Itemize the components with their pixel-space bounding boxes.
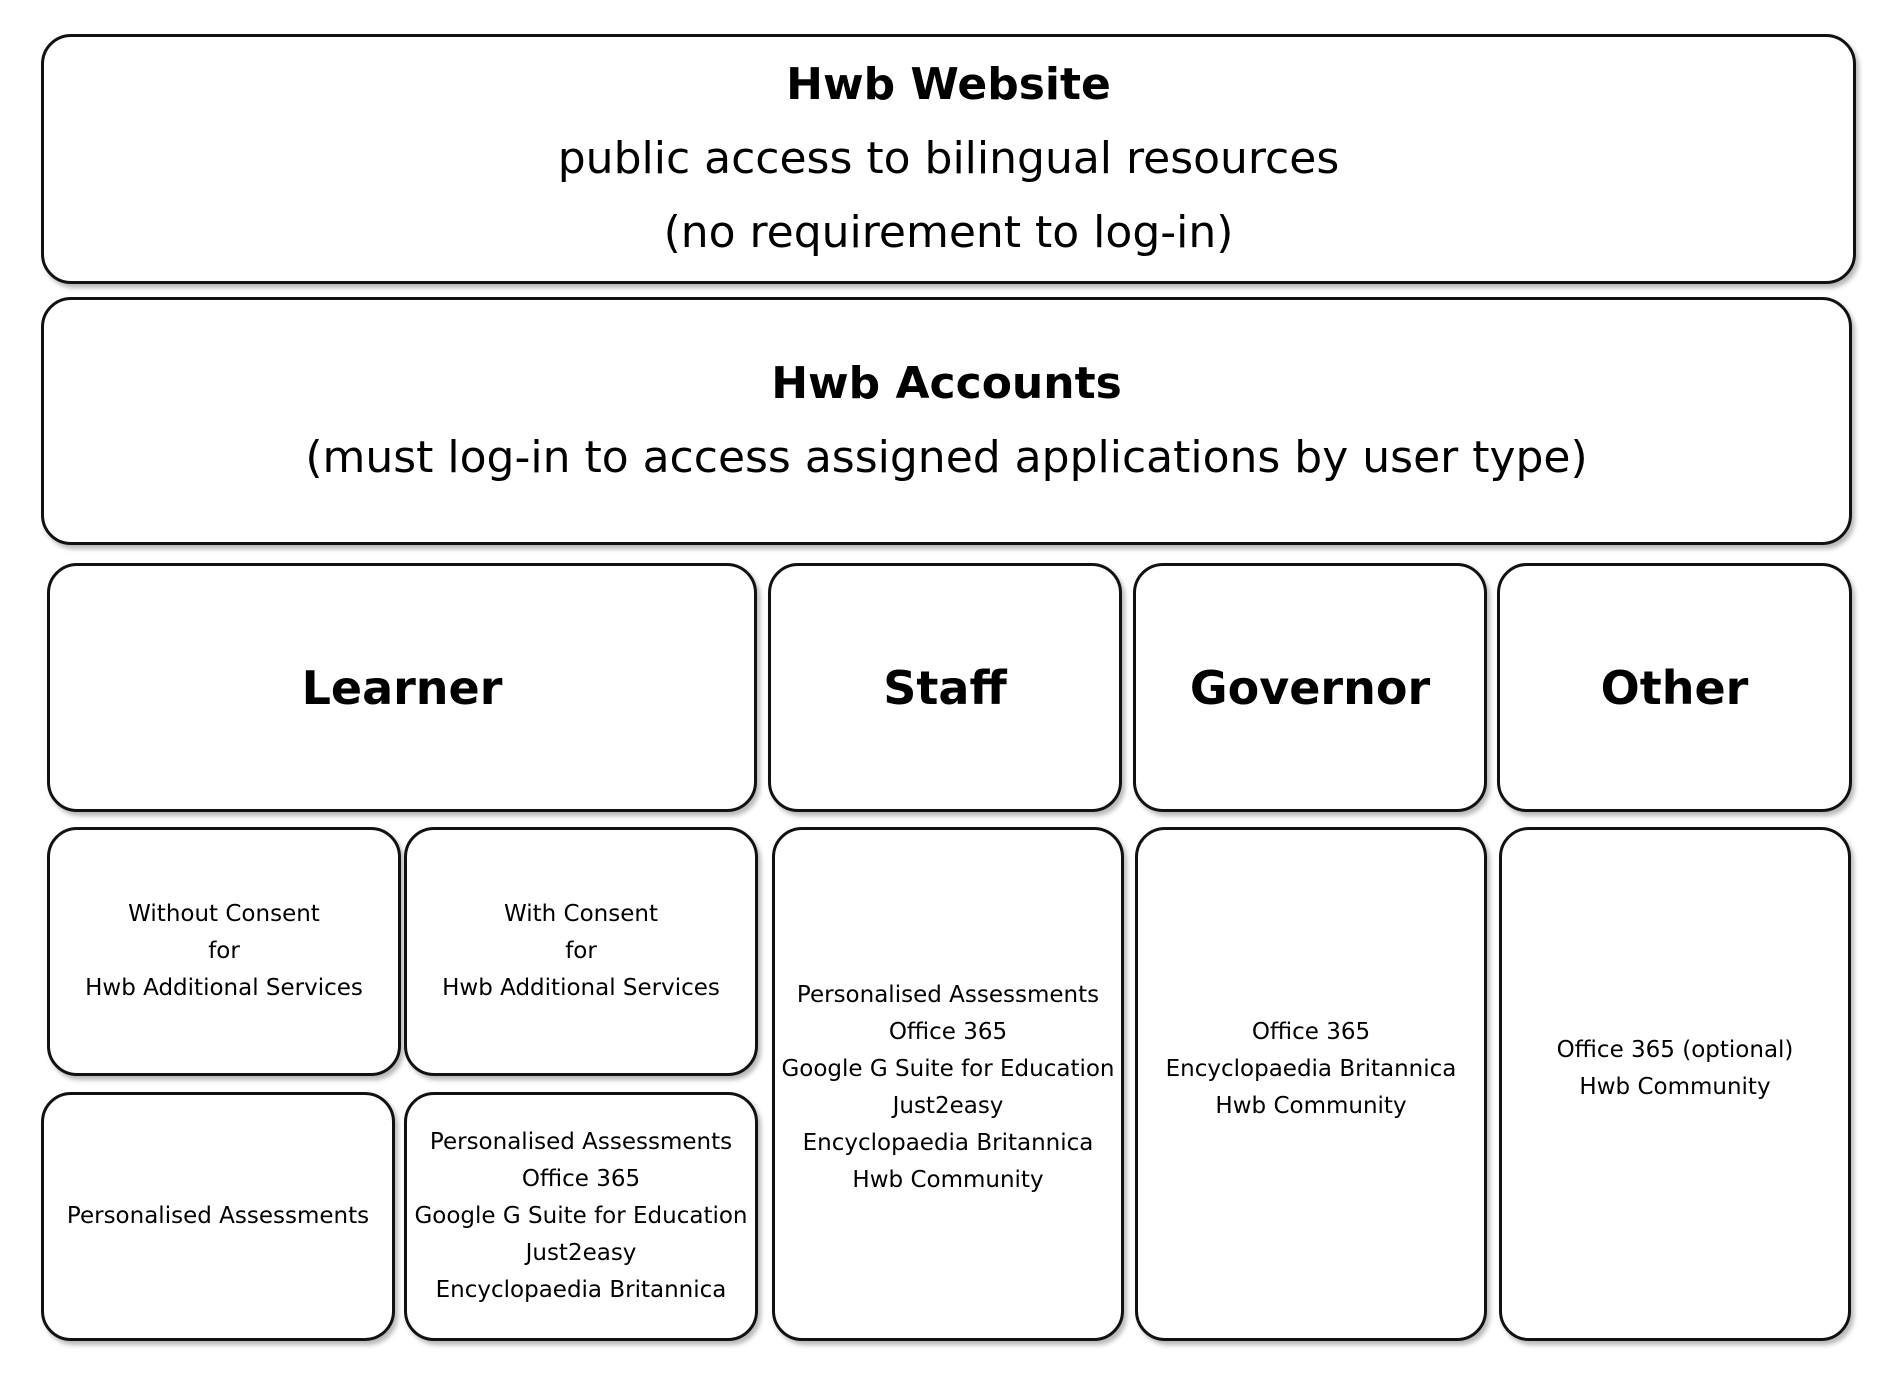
app-item: Hwb Community (1579, 1074, 1771, 1100)
app-item: Office 365 (optional) (1556, 1037, 1794, 1063)
staff-apps-box: Personalised Assessments Office 365 Goog… (772, 827, 1124, 1341)
learner-without-consent-apps-box: Personalised Assessments (41, 1092, 395, 1341)
learner-without-consent-box: Without Consent for Hwb Additional Servi… (47, 827, 401, 1076)
governor-category-box: Governor (1133, 563, 1487, 812)
hwb-website-description: public access to bilingual resources (557, 133, 1340, 184)
staff-category-box: Staff (768, 563, 1122, 812)
governor-apps-box: Office 365 Encyclopaedia Britannica Hwb … (1135, 827, 1487, 1341)
text-line: With Consent (504, 901, 658, 927)
hwb-website-title: Hwb Website (786, 59, 1111, 110)
app-item: Just2easy (525, 1240, 637, 1266)
staff-title: Staff (883, 660, 1007, 715)
app-item: Google G Suite for Education (414, 1203, 748, 1229)
text-line: Hwb Additional Services (85, 975, 363, 1001)
hwb-accounts-box: Hwb Accounts (must log-in to access assi… (41, 297, 1852, 545)
app-item: Google G Suite for Education (781, 1056, 1115, 1082)
app-item: Hwb Community (852, 1167, 1044, 1193)
other-title: Other (1600, 660, 1749, 715)
hwb-website-login-note: (no requirement to log-in) (663, 207, 1234, 258)
app-item: Encyclopaedia Britannica (435, 1277, 727, 1303)
app-item: Personalised Assessments (796, 982, 1100, 1008)
app-item: Office 365 (1251, 1019, 1371, 1045)
hwb-website-box: Hwb Website public access to bilingual r… (41, 34, 1856, 284)
app-item: Encyclopaedia Britannica (1165, 1056, 1457, 1082)
learner-with-consent-box: With Consent for Hwb Additional Services (404, 827, 758, 1076)
learner-with-consent-apps-box: Personalised Assessments Office 365 Goog… (404, 1092, 758, 1341)
learner-category-box: Learner (47, 563, 757, 812)
learner-title: Learner (301, 660, 503, 715)
other-apps-box: Office 365 (optional) Hwb Community (1499, 827, 1851, 1341)
other-category-box: Other (1497, 563, 1852, 812)
hwb-accounts-description: (must log-in to access assigned applicat… (305, 432, 1588, 483)
app-item: Personalised Assessments (66, 1203, 370, 1229)
text-line: Without Consent (128, 901, 320, 927)
hwb-accounts-title: Hwb Accounts (771, 358, 1122, 409)
app-item: Office 365 (521, 1166, 641, 1192)
text-line: Hwb Additional Services (442, 975, 720, 1001)
app-item: Personalised Assessments (429, 1129, 733, 1155)
app-item: Hwb Community (1215, 1093, 1407, 1119)
app-item: Office 365 (888, 1019, 1008, 1045)
text-line: for (208, 938, 240, 964)
governor-title: Governor (1189, 660, 1431, 715)
text-line: for (565, 938, 597, 964)
app-item: Encyclopaedia Britannica (802, 1130, 1094, 1156)
app-item: Just2easy (892, 1093, 1004, 1119)
